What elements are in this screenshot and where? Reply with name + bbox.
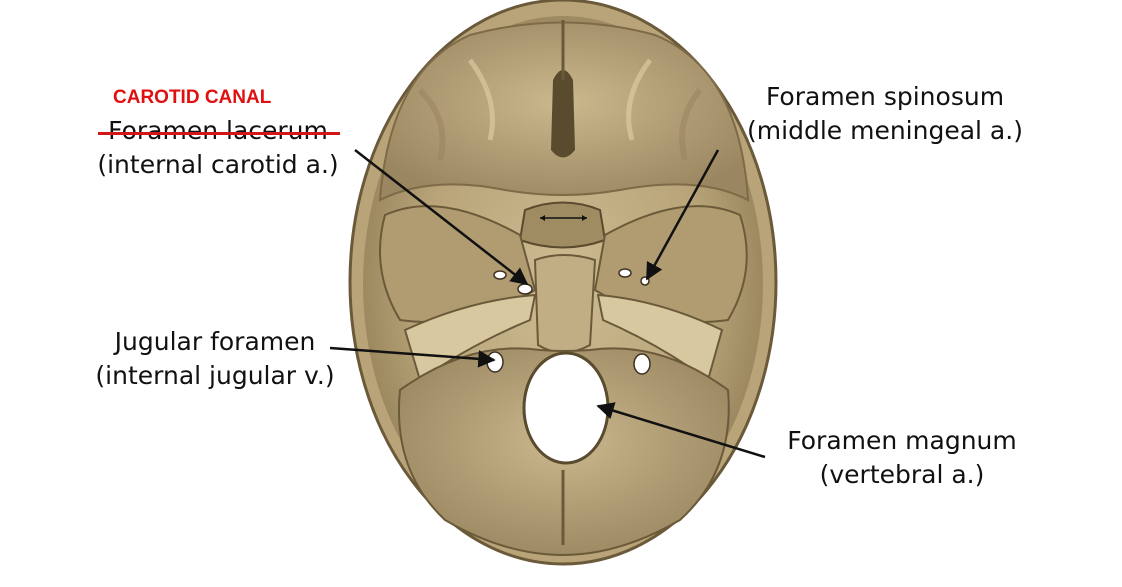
jugular-sub: (internal jugular v.) bbox=[95, 361, 335, 390]
jugular-label: Jugular foramen (internal jugular v.) bbox=[90, 325, 340, 393]
crista-galli bbox=[551, 70, 575, 158]
magnum-sub: (vertebral a.) bbox=[819, 460, 985, 489]
jugular-foramen-right bbox=[633, 353, 651, 375]
jugular-title: Jugular foramen bbox=[114, 327, 316, 356]
foramen-ovale-right bbox=[618, 268, 632, 278]
foramen-magnum bbox=[522, 351, 610, 465]
spinosum-label: Foramen spinosum (middle meningeal a.) bbox=[740, 80, 1030, 148]
carotid-sub: (internal carotid a.) bbox=[97, 150, 339, 179]
magnum-title: Foramen magnum bbox=[787, 426, 1017, 455]
spinosum-sub: (middle meningeal a.) bbox=[747, 116, 1023, 145]
arrow-magnum bbox=[596, 402, 766, 459]
jugular-foramen-hole bbox=[486, 351, 504, 373]
foramen-lacerum-hole bbox=[517, 283, 533, 295]
clivus bbox=[533, 254, 597, 354]
carotid-label: Foramen lacerum (internal carotid a.) bbox=[88, 114, 348, 182]
sella-turcica bbox=[518, 201, 607, 249]
carotid-canal-correction: CAROTID CANAL bbox=[113, 87, 272, 108]
foramen-lacerum-struck-text: Foramen lacerum bbox=[98, 114, 340, 148]
magnum-label: Foramen magnum (vertebral a.) bbox=[762, 424, 1042, 492]
arrow-carotid bbox=[354, 149, 529, 286]
arrow-spinosum bbox=[645, 149, 720, 281]
foramen-ovale-left bbox=[493, 270, 507, 280]
arrow-jugular bbox=[329, 346, 496, 368]
spinosum-title: Foramen spinosum bbox=[765, 82, 1005, 111]
